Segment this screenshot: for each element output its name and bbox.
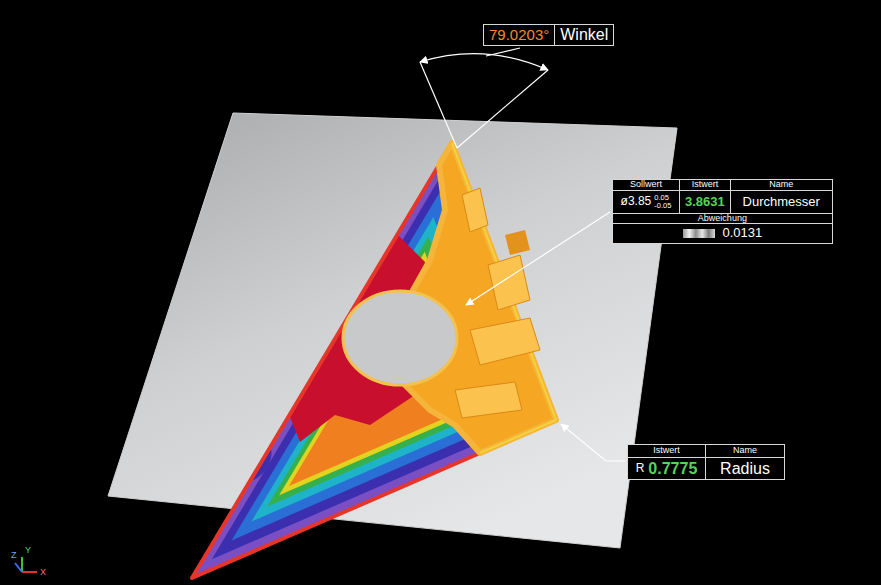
callout-table: Istwert NameR0.7775 Radius: [627, 444, 785, 480]
table-cell: Radius: [706, 458, 784, 479]
table-text: 0.0131: [723, 226, 763, 240]
center-hole: [343, 291, 457, 385]
tolerance-value: -0.05: [654, 202, 671, 210]
table-text: Radius: [720, 460, 770, 478]
callout-table: 79.0203° Winkel: [483, 24, 614, 46]
axis-label: Y: [25, 546, 31, 555]
table-cell: Istwert: [628, 445, 705, 457]
axis-label: Z: [11, 551, 17, 560]
table-cell: Sollwert: [613, 180, 679, 190]
table-cell: Abweichung: [613, 214, 832, 223]
table-text: 79.0203°: [489, 27, 549, 44]
table-text: Sollwert: [630, 180, 662, 190]
tolerance-value: 0.05: [654, 194, 669, 202]
table-text: 0.7775: [648, 460, 697, 478]
table-text: Abweichung: [698, 214, 747, 224]
table-text: ø3.85: [621, 195, 652, 208]
insert-edge: [452, 143, 556, 453]
insert-features: [455, 188, 540, 418]
table-text: Durchmesser: [743, 195, 820, 209]
table-cell: 79.0203°: [484, 25, 554, 45]
leader-lines: [420, 48, 625, 461]
axis-triad: [15, 557, 37, 572]
table-cell: Name: [731, 180, 832, 190]
table-text: Name: [733, 446, 757, 456]
tolerance-stack: 0.05-0.05: [654, 194, 671, 210]
table-cell: 3.8631: [680, 191, 730, 213]
table-cell: Winkel: [555, 25, 613, 45]
table-text: 3.8631: [685, 195, 725, 209]
deviation-bar: [683, 229, 715, 238]
table-cell: 0.0131: [613, 224, 832, 243]
table-text: Istwert: [692, 180, 719, 190]
table-cell: Istwert: [680, 180, 730, 190]
axis-label: X: [40, 568, 46, 577]
table-cell: R0.7775: [628, 458, 705, 479]
table-cell: Durchmesser: [731, 191, 832, 213]
table-cell: Name: [706, 445, 784, 457]
table-text: R: [636, 462, 645, 475]
callout-table: Sollwert Istwert Name ø3.850.05-0.05 3.8631 D…: [612, 179, 833, 244]
table-cell: ø3.850.05-0.05: [613, 191, 679, 213]
table-text: Istwert: [653, 446, 680, 456]
table-text: Name: [769, 180, 793, 190]
table-text: Winkel: [560, 26, 608, 44]
deviation-colormap: [192, 143, 556, 578]
